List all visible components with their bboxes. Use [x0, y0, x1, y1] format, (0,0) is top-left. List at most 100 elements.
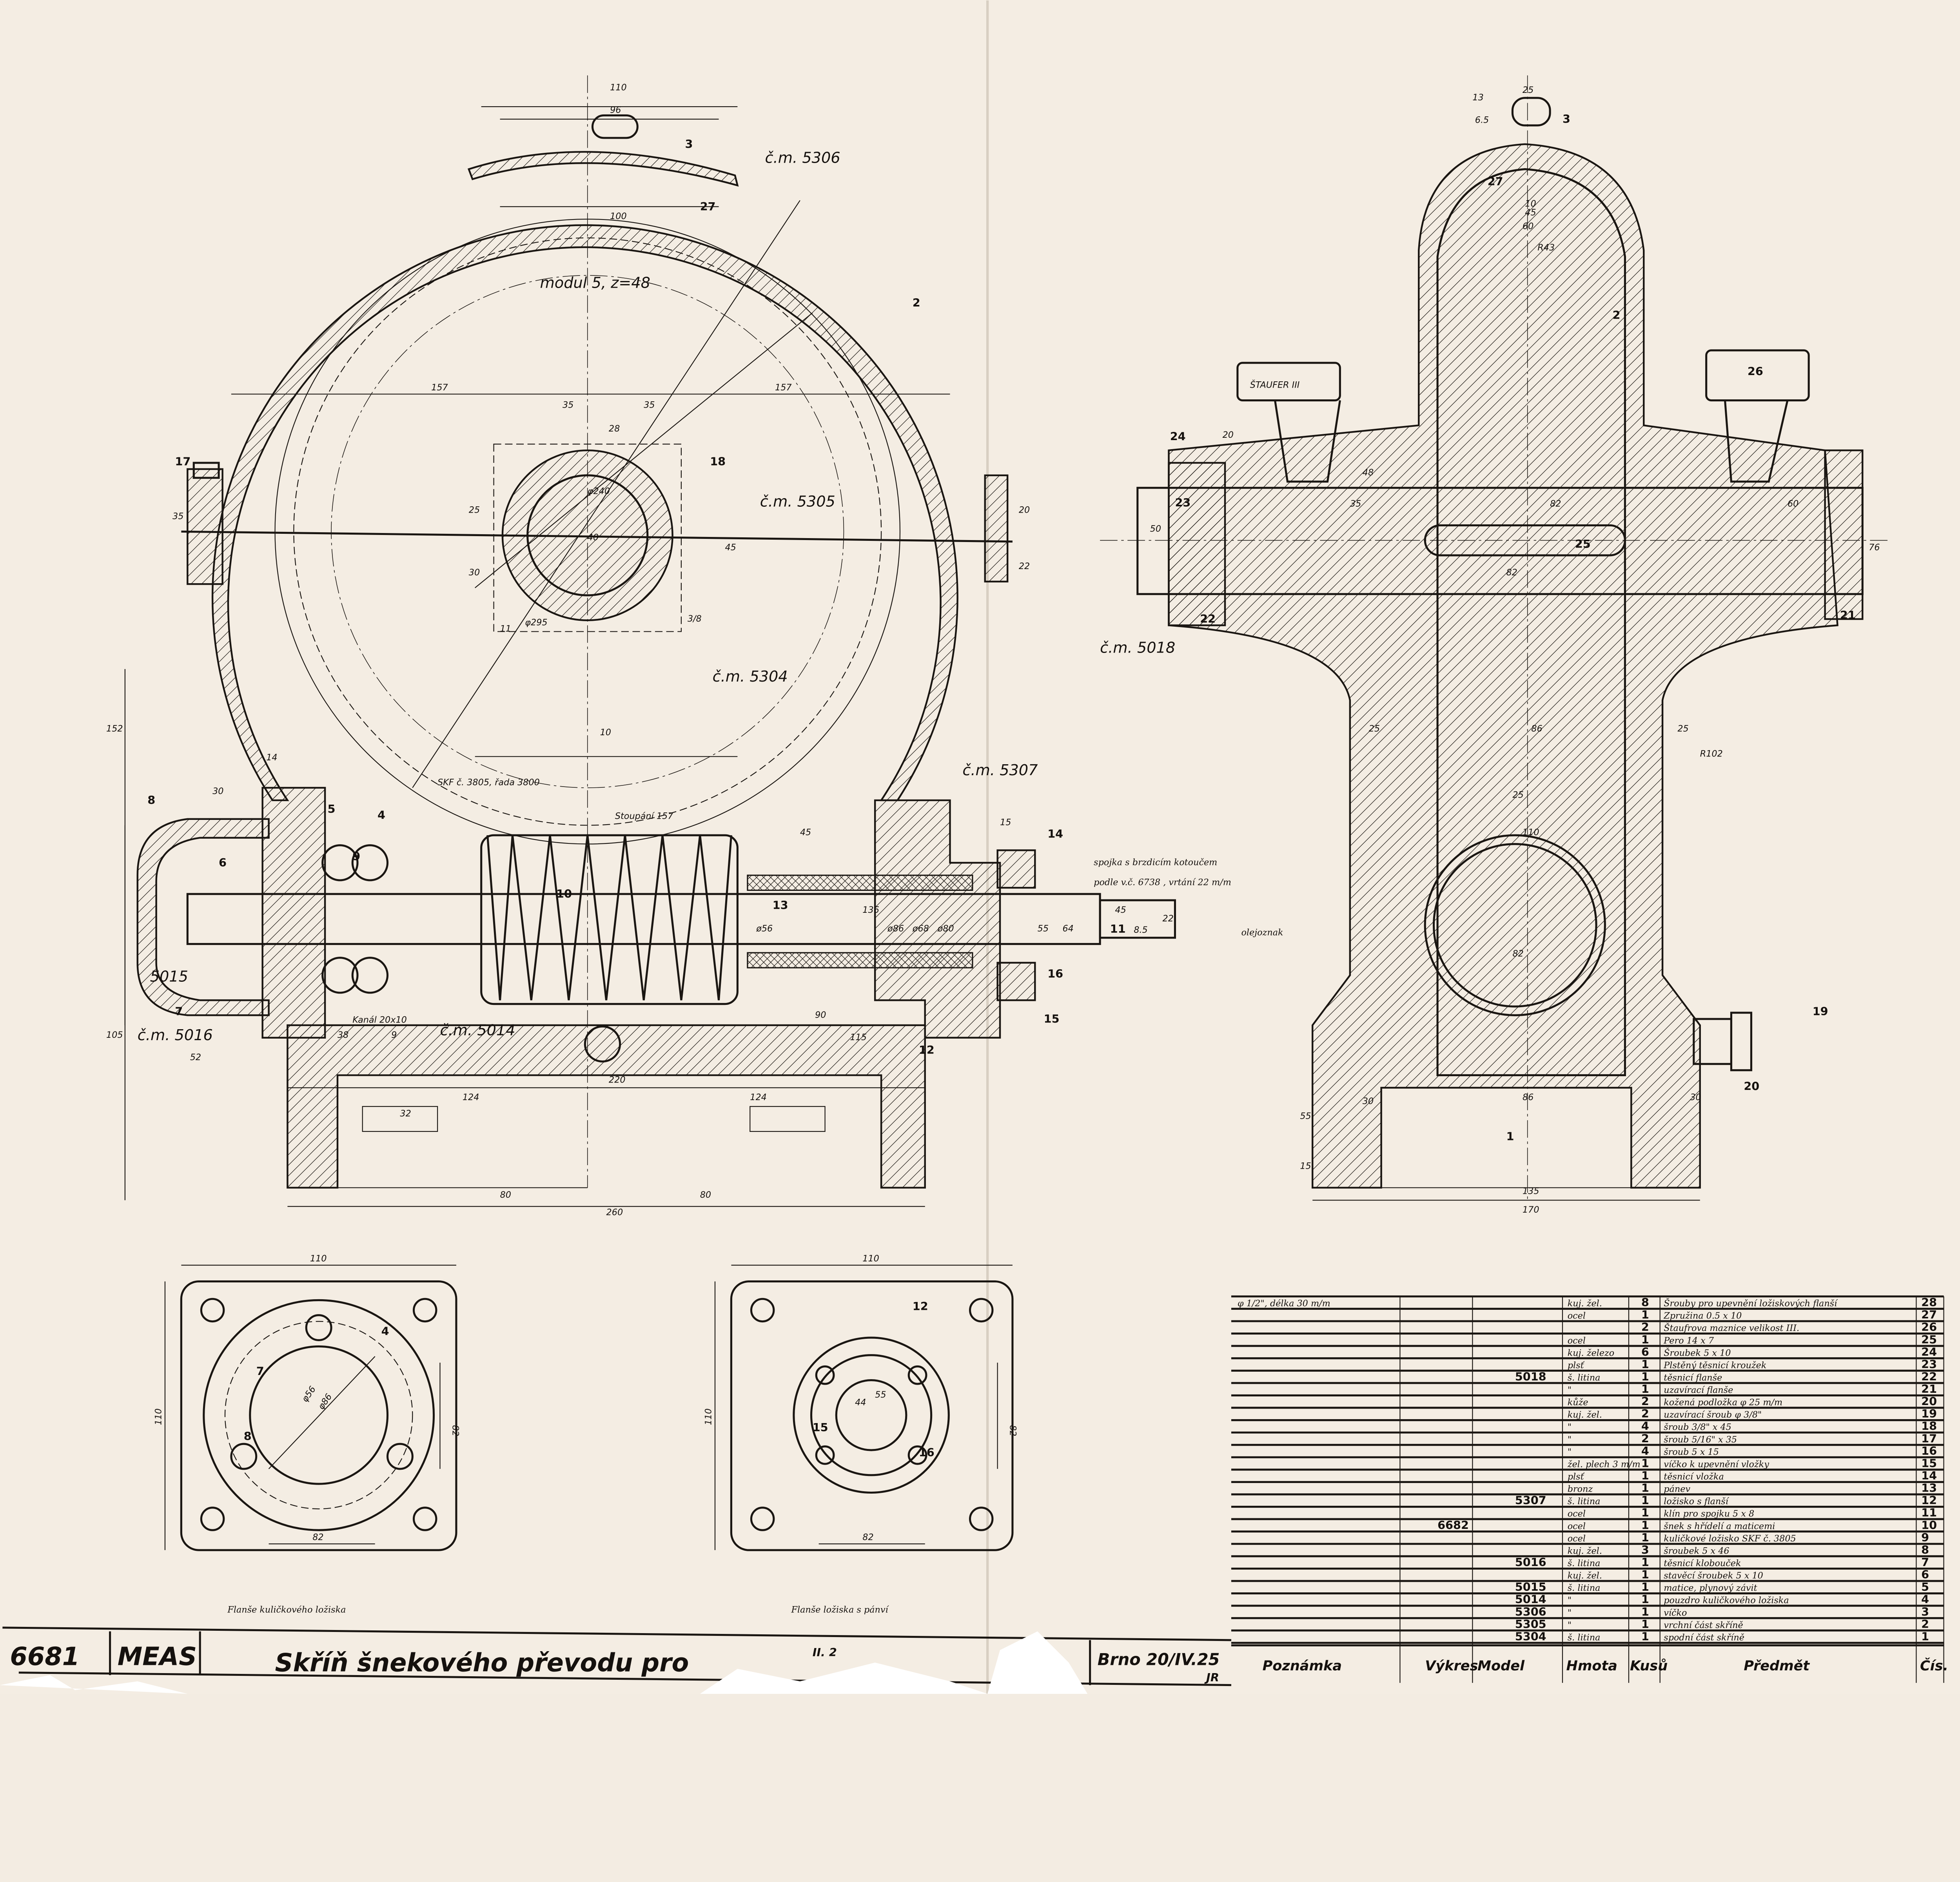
dimension-value: 30 [212, 786, 223, 796]
cell-number: 5 [1921, 1580, 1929, 1594]
cell-qty: 4 [1641, 1420, 1649, 1433]
dimension-value: 80 [500, 1190, 511, 1200]
dimension-value: 35 [172, 511, 183, 521]
cell-item: matice, plynový závit [1664, 1583, 1757, 1593]
dimension-value: 45 [1115, 905, 1126, 915]
part-number: 22 [1200, 612, 1216, 626]
cell-number: 6 [1921, 1568, 1929, 1581]
cell-item: Plstěný těsnicí kroužek [1663, 1360, 1766, 1371]
part-number: 16 [1047, 967, 1063, 981]
dimension-value: R102 [1700, 749, 1723, 759]
oil-gauge-label: olejoznak [1241, 927, 1283, 937]
table-header-material: Hmota [1566, 1658, 1617, 1674]
dimension-value: 32 [400, 1109, 411, 1119]
cell-qty: 4 [1641, 1444, 1649, 1458]
cell-material: žel. plech 3 m/m [1567, 1459, 1641, 1469]
dimension-value: 20 [1019, 505, 1030, 515]
cm-5018-label: č.m. 5018 [1100, 639, 1175, 657]
dimension-value: 136 [862, 905, 879, 915]
drain-bolt [1693, 1012, 1753, 1072]
cell-item: Šrouby pro upevnění ložiskových flanší [1664, 1298, 1838, 1309]
dimension-value: 6.5 [1475, 115, 1489, 125]
part-number: 6 [219, 856, 227, 869]
part-number: 27 [700, 200, 716, 213]
cell-material: plsť [1568, 1360, 1585, 1371]
cell-material: " [1568, 1596, 1572, 1606]
cell-qty: 1 [1641, 1630, 1649, 1643]
dimension-value: 110 [153, 1409, 163, 1425]
dimension-value: 86 [1523, 1092, 1534, 1102]
cell-model: 5018 [1515, 1370, 1546, 1383]
dimension-value: 124 [463, 1092, 479, 1102]
flange-ball-bearing-caption: Flanše kuličkového ložiska [227, 1605, 346, 1615]
cell-number: 2 [1921, 1617, 1929, 1631]
dimension-value: 76 [1869, 542, 1880, 553]
dimension-value: 82 [1550, 499, 1561, 509]
cell-number: 13 [1921, 1481, 1937, 1495]
table-header-item: Předmět [1744, 1658, 1810, 1674]
dimension-value: 82 [1512, 949, 1523, 959]
worm-bore [1424, 834, 1606, 1016]
part-number: 13 [773, 898, 788, 912]
cell-model: 5305 [1515, 1617, 1546, 1631]
part-number: 23 [1175, 496, 1191, 509]
housing-outline [1168, 143, 1838, 1189]
part-number: 7 [175, 1004, 183, 1018]
part-number: 15 [1044, 1012, 1060, 1026]
dimension-value: 260 [606, 1208, 623, 1218]
dimension-value: 96 [610, 105, 621, 115]
dimension-value: φ56 [300, 1384, 318, 1404]
dimension-value: 11 [500, 624, 511, 634]
coupling-note-line-1: spojka s brzdicím kotoučem [1094, 858, 1217, 868]
cell-model: 5016 [1515, 1556, 1546, 1569]
cell-material: kuj. žel. [1568, 1571, 1602, 1581]
cell-qty: 1 [1641, 1370, 1649, 1383]
cell-qty: 2 [1641, 1407, 1649, 1420]
cell-item: kuličkové ložisko SKF č. 3805 [1664, 1534, 1796, 1544]
table-header-note: Poznámka [1263, 1658, 1342, 1674]
cell-item: spodní část skříně [1664, 1632, 1744, 1643]
cell-qty: 1 [1641, 1456, 1649, 1470]
dimension-value: 35 [563, 400, 573, 410]
dimension-value: 115 [850, 1032, 867, 1043]
place-date: Brno 20/IV.25 [1098, 1650, 1220, 1669]
cell-number: 24 [1921, 1345, 1937, 1358]
drawing-title: Skříň šnekového převodu pro [275, 1648, 689, 1677]
cell-item: šroub 5/16" x 35 [1664, 1434, 1737, 1445]
cell-item: ložisko s flanší [1664, 1496, 1730, 1507]
cell-item: Štaufrova maznice velikost III. [1664, 1323, 1799, 1333]
part-number: 1 [1506, 1130, 1514, 1143]
part-number: 8 [244, 1430, 252, 1443]
dimension-value: 80 [700, 1190, 711, 1200]
cell-material: " [1568, 1422, 1572, 1432]
housing-interior [1436, 168, 1626, 1077]
part-number: 8 [147, 793, 155, 807]
cell-note: φ 1/2", délka 30 m/m [1238, 1298, 1330, 1309]
part-number: 16 [919, 1446, 935, 1459]
cell-material: š. litina [1568, 1632, 1601, 1643]
staufer-label: ŠTAUFER III [1250, 379, 1300, 390]
dimension-value: 124 [750, 1092, 767, 1102]
cell-qty: 1 [1641, 1531, 1649, 1544]
part-number: 4 [377, 809, 385, 822]
bearing-housing-left [136, 787, 389, 1039]
cell-qty: 2 [1641, 1320, 1649, 1334]
dimension-value: 45 [800, 827, 811, 838]
part-number: 4 [381, 1325, 389, 1338]
cell-qty: 1 [1641, 1494, 1649, 1507]
cell-item: pánev [1664, 1484, 1690, 1494]
cell-drawing: 6682 [1437, 1518, 1469, 1532]
cell-material: kuj. žel. [1568, 1410, 1602, 1420]
cell-item: Šroubek 5 x 10 [1664, 1347, 1731, 1358]
label-5015: 5015 [150, 968, 188, 985]
dimension-value: 82 [1506, 568, 1517, 578]
